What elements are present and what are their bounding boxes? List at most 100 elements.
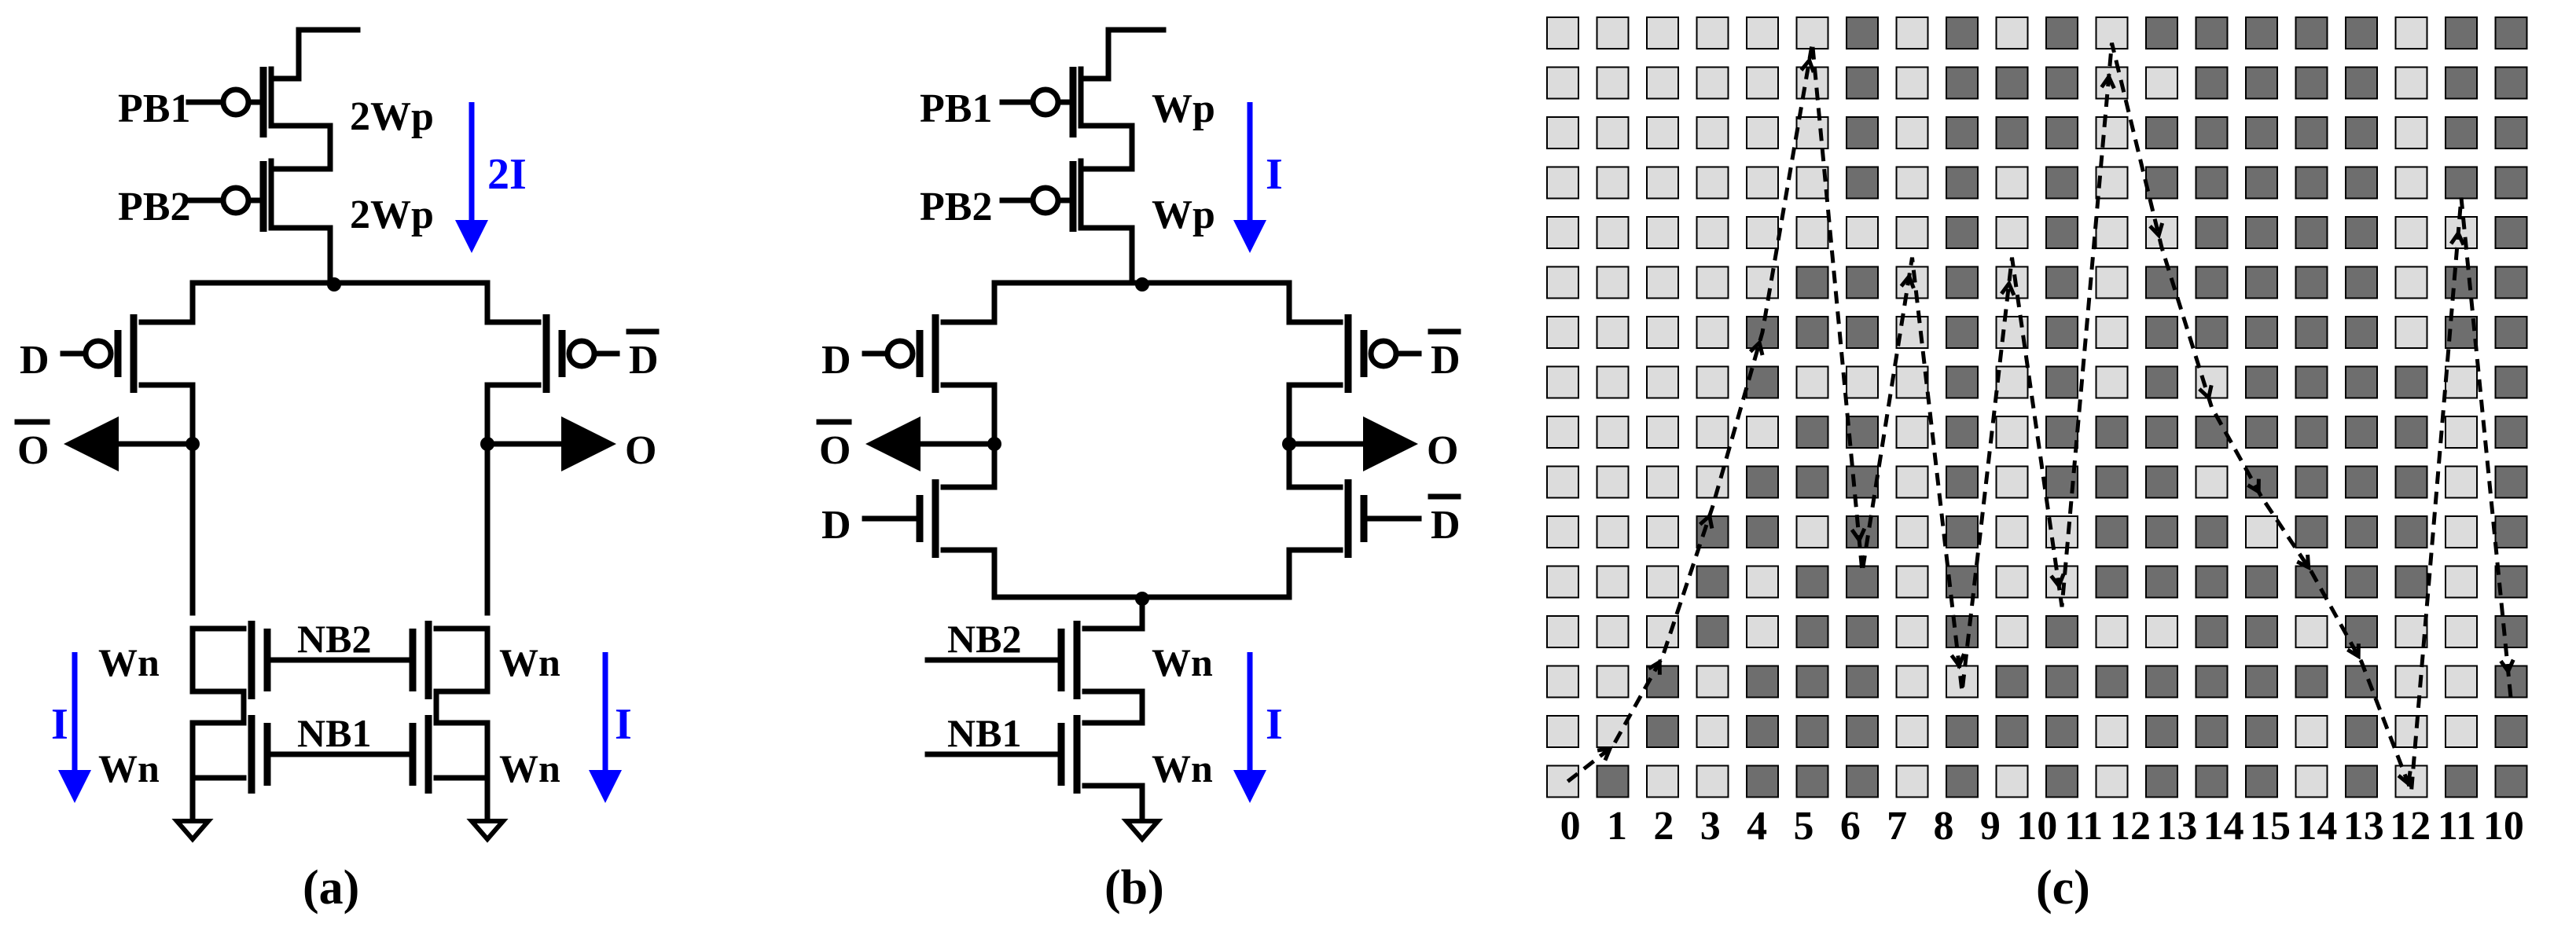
grid-cell bbox=[1895, 365, 1929, 399]
grid-cell bbox=[1646, 266, 1679, 299]
grid-cell bbox=[1646, 465, 1679, 499]
label-pb2-a: PB2 bbox=[118, 185, 190, 229]
grid-cell bbox=[2494, 266, 2528, 299]
grid-cell bbox=[1795, 316, 1829, 349]
grid-cell bbox=[2245, 166, 2278, 200]
label-dbar-a: D bbox=[629, 338, 659, 383]
label-i-left-a: I bbox=[51, 700, 68, 749]
grid-cell bbox=[1946, 764, 1979, 798]
grid-cell bbox=[2195, 565, 2229, 599]
grid-cell bbox=[1696, 615, 1729, 648]
grid-cell bbox=[2494, 715, 2528, 748]
grid-cell bbox=[2145, 465, 2178, 499]
path-arrowhead bbox=[1648, 658, 1662, 675]
grid-cell bbox=[1646, 316, 1679, 349]
grid-cell bbox=[2345, 216, 2378, 249]
grid-cell bbox=[1696, 116, 1729, 149]
grid-cell bbox=[2195, 166, 2229, 200]
grid-cell bbox=[1795, 16, 1829, 50]
grid-cell bbox=[2394, 365, 2428, 399]
grid-cell bbox=[2245, 515, 2278, 548]
grid-cell bbox=[1596, 166, 1630, 200]
grid-cell bbox=[2145, 116, 2178, 149]
grid-cell bbox=[2494, 316, 2528, 349]
grid-cell bbox=[2345, 116, 2378, 149]
label-i-right-a: I bbox=[615, 700, 632, 749]
grid-cell bbox=[1596, 515, 1630, 548]
grid-cell bbox=[1646, 116, 1679, 149]
grid-cell bbox=[2394, 416, 2428, 449]
label-wn-r2-a: Wn bbox=[499, 746, 560, 790]
column-label: 0 bbox=[1560, 804, 1581, 849]
grid-cell bbox=[1895, 66, 1929, 100]
path-arrowhead bbox=[2148, 222, 2165, 240]
grid-cell bbox=[1596, 216, 1630, 249]
grid-cell bbox=[1546, 166, 1579, 200]
grid-cell bbox=[1746, 565, 1779, 599]
grid-cell bbox=[1795, 665, 1829, 698]
caption-b: (b) bbox=[1104, 861, 1164, 915]
grid-cell bbox=[1995, 715, 2029, 748]
grid-cell bbox=[1546, 465, 1579, 499]
grid-cell bbox=[1946, 416, 1979, 449]
label-nb2-b: NB2 bbox=[947, 617, 1021, 661]
grid-cell bbox=[1946, 565, 1979, 599]
grid-cell bbox=[1846, 465, 1879, 499]
grid-cell bbox=[1596, 665, 1630, 698]
grid-cell bbox=[1995, 665, 2029, 698]
grid-cell bbox=[2195, 615, 2229, 648]
grid-cell bbox=[2494, 116, 2528, 149]
label-d-a: D bbox=[20, 338, 50, 383]
grid-cell bbox=[2145, 715, 2178, 748]
grid-cell bbox=[1646, 166, 1679, 200]
grid-cell bbox=[1646, 365, 1679, 399]
caption-a: (a) bbox=[303, 861, 359, 915]
grid-cell bbox=[2394, 216, 2428, 249]
grid-cell bbox=[2295, 266, 2328, 299]
grid-cell bbox=[1895, 216, 1929, 249]
grid-cell bbox=[2095, 116, 2129, 149]
grid-cell bbox=[2295, 715, 2328, 748]
grid-cell bbox=[1895, 515, 1929, 548]
grid-cell bbox=[1696, 715, 1729, 748]
grid-cell bbox=[2345, 365, 2378, 399]
grid-cell bbox=[2145, 66, 2178, 100]
path-arrowhead bbox=[1799, 56, 1816, 73]
label-dbar-bot-b: D bbox=[1431, 503, 1461, 548]
grid-cell bbox=[1696, 216, 1729, 249]
grid-cell bbox=[2245, 615, 2278, 648]
scan-path bbox=[1566, 42, 2513, 793]
grid-cell bbox=[1946, 515, 1979, 548]
grid-cell bbox=[2045, 66, 2078, 100]
grid-cell bbox=[2445, 515, 2478, 548]
grid-cell bbox=[1795, 266, 1829, 299]
grid-cell bbox=[2095, 465, 2129, 499]
grid-cell bbox=[2494, 416, 2528, 449]
label-o-a: O bbox=[625, 428, 656, 473]
grid-cell bbox=[2394, 316, 2428, 349]
grid-cell bbox=[2445, 615, 2478, 648]
grid-cell bbox=[1995, 66, 2029, 100]
scan-path-arrows bbox=[1597, 56, 2515, 787]
grid-cell bbox=[1646, 615, 1679, 648]
label-o-b: O bbox=[1427, 428, 1458, 473]
grid-cell bbox=[2145, 416, 2178, 449]
path-arrowhead bbox=[2346, 644, 2361, 660]
grid-cell bbox=[1846, 66, 1879, 100]
column-label: 13 bbox=[2343, 804, 2384, 849]
grid-cell bbox=[1995, 16, 2029, 50]
grid-cell bbox=[2445, 416, 2478, 449]
grid-cell bbox=[1696, 416, 1729, 449]
column-label: 12 bbox=[2110, 804, 2151, 849]
grid-cell bbox=[1895, 16, 1929, 50]
grid-cell bbox=[1846, 316, 1879, 349]
grid-cell bbox=[1746, 715, 1779, 748]
grid-cell bbox=[1895, 665, 1929, 698]
label-current-top-b: I bbox=[1266, 150, 1283, 199]
grid-cell bbox=[1895, 764, 1929, 798]
grid-cell bbox=[2394, 66, 2428, 100]
column-label: 11 bbox=[2064, 804, 2103, 849]
grid-cell bbox=[2095, 316, 2129, 349]
grid-cell bbox=[2394, 515, 2428, 548]
grid-cell bbox=[1746, 116, 1779, 149]
